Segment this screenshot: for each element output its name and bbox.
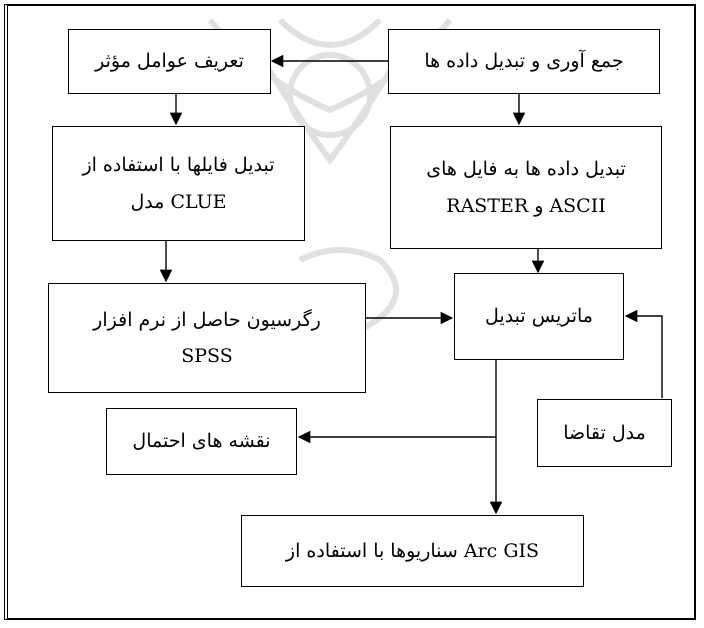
node-convert-raster-ascii: تبدیل داده ها به فایل های RASTER و ASCII xyxy=(390,126,662,249)
node-probability-maps: نقشه های احتمال xyxy=(106,408,297,475)
node-collect-line-1: جمع آوری و تبدیل داده ها xyxy=(424,50,624,73)
node-clue-line-2: مدل CLUE xyxy=(130,190,227,213)
node-define-factors: تعریف عوامل مؤثر xyxy=(68,29,271,94)
node-prob-line-1: نقشه های احتمال xyxy=(132,430,271,453)
node-factors-line-1: تعریف عوامل مؤثر xyxy=(95,50,244,73)
node-matrix-line-1: ماتریس تبدیل xyxy=(485,305,593,328)
node-spss-line-2: SPSS xyxy=(181,345,233,367)
node-spss-line-1: رگرسیون حاصل از نرم افزار xyxy=(93,308,321,331)
node-collect-data: جمع آوری و تبدیل داده ها xyxy=(388,29,660,94)
node-demand-line-1: مدل تقاضا xyxy=(563,421,646,444)
node-clue-line-1: تبدیل فایلها با استفاده از xyxy=(82,154,275,177)
node-convert-line-1: تبدیل داده ها به فایل های xyxy=(426,158,626,181)
node-spss-regression: رگرسیون حاصل از نرم افزار SPSS xyxy=(48,283,366,393)
node-clue-conversion: تبدیل فایلها با استفاده از مدل CLUE xyxy=(52,126,305,241)
page-frame xyxy=(4,4,696,620)
node-transition-matrix: ماتریس تبدیل xyxy=(454,273,624,360)
node-arcgis-scenarios: سناریوها با استفاده از Arc GIS xyxy=(241,515,584,587)
edge-demand-matrix xyxy=(624,309,663,398)
node-convert-line-2: RASTER و ASCII xyxy=(446,194,606,217)
node-scenarios-line-1: سناریوها با استفاده از Arc GIS xyxy=(285,539,540,562)
node-demand-model: مدل تقاضا xyxy=(537,399,672,467)
